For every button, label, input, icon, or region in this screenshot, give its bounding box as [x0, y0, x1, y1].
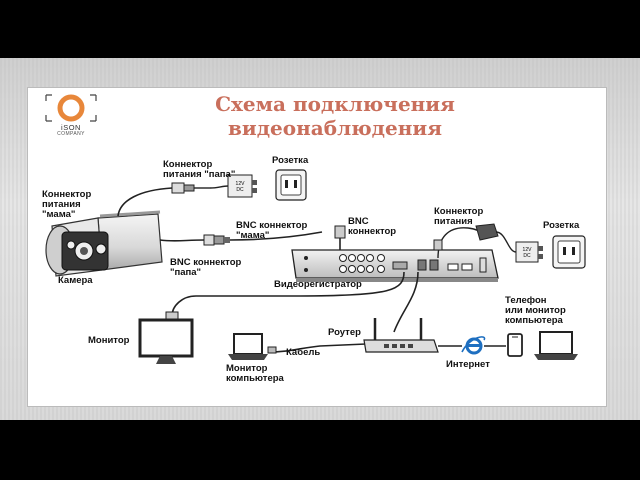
bnc-plug-top — [334, 225, 346, 239]
label-pc-monitor: Монитор компьютера — [226, 363, 284, 384]
ethernet-plug — [267, 346, 277, 354]
logo-subtitle: COMPANY — [57, 131, 85, 137]
adapter-label-right-bottom: DC — [523, 253, 531, 259]
adapter-label-left-bottom: DC — [236, 187, 244, 193]
label-bnc-connector-female: BNC коннектор "мама" — [236, 220, 308, 241]
label-dvr: Видеорегистратор — [274, 279, 362, 290]
power-plug-icon — [171, 182, 210, 194]
power-adapter-icon — [209, 174, 257, 198]
title-line-1: Схема подключения — [215, 92, 455, 116]
label-router: Роутер — [328, 327, 361, 338]
label-bnc-connector-male: BNC коннектор "папа" — [170, 257, 242, 278]
label-socket-left: Розетка — [272, 155, 309, 166]
title-line-2: видеонаблюдения — [228, 116, 442, 140]
label-monitor: Монитор — [88, 335, 130, 346]
socket-icon — [275, 169, 307, 201]
top-letterbox — [0, 0, 640, 58]
phone-icon — [507, 333, 523, 357]
label-camera: Камера — [58, 275, 93, 286]
bottom-letterbox — [0, 420, 640, 480]
label-internet: Интернет — [446, 359, 490, 370]
label-phone-or-pc: Телефон или монитор компьютера — [505, 295, 566, 326]
laptop-icon — [228, 333, 268, 360]
bnc-connector-icon — [203, 234, 230, 246]
label-socket-right: Розетка — [543, 220, 580, 231]
diagram-title: Схема подключения видеонаблюдения — [150, 92, 520, 140]
adapter-label-left-top: 12V — [236, 181, 246, 187]
laptop-right-icon — [534, 331, 578, 360]
router-icon — [363, 318, 439, 353]
label-power-connector-female: Коннектор питания "мама" — [42, 189, 92, 220]
label-power-connector-male: Коннектор питания "папа" — [163, 159, 236, 180]
internet-explorer-icon — [461, 336, 486, 355]
camera-icon — [45, 210, 163, 277]
dvr-icon — [291, 249, 499, 282]
ison-logo-icon — [45, 94, 97, 122]
power-adapter-right-icon — [475, 223, 543, 263]
label-power-connector-right: Коннектор питания — [434, 206, 484, 227]
adapter-label-right-top: 12V — [523, 247, 533, 253]
label-bnc-connector: BNC коннектор — [348, 216, 397, 237]
socket-right-icon — [552, 235, 586, 269]
label-cable: Кабель — [286, 347, 321, 358]
logo-name: iSON — [61, 123, 81, 132]
monitor-icon — [138, 318, 194, 364]
power-plug-right — [433, 239, 443, 251]
